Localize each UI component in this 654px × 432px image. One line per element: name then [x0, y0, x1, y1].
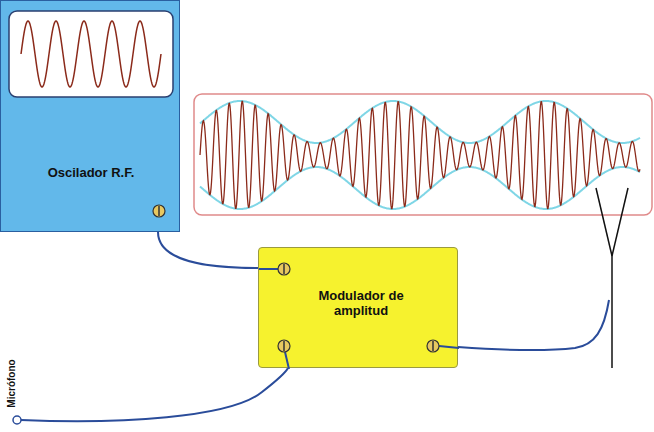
microphone-label: Micrófono [6, 360, 17, 408]
terminal-screw [278, 263, 290, 275]
terminal-slot [283, 341, 285, 351]
wire-stub [259, 268, 280, 270]
terminal-head [278, 263, 290, 275]
terminal-head [278, 340, 290, 352]
terminal-slot [158, 206, 160, 216]
oscilloscope-screen [9, 11, 173, 97]
signal-wire [158, 232, 258, 268]
antenna-wire [458, 300, 609, 350]
terminal-screw [278, 340, 290, 352]
microphone-terminal [13, 416, 21, 424]
modulated-wave [200, 102, 640, 209]
terminal-screw [427, 340, 439, 352]
box-illustration [1, 1, 181, 233]
terminal-slot [432, 341, 434, 351]
carrier-wave [21, 21, 161, 87]
modulator-box: Modulador de amplitud [258, 247, 458, 368]
oscillator-label: Oscilador R.F. [7, 165, 175, 180]
terminal-screw [153, 205, 165, 217]
terminal-head [153, 205, 165, 217]
modulator-label: Modulador de amplitud [303, 288, 419, 318]
wire-stub [285, 352, 289, 369]
oscillator-box: Oscilador R.F. [0, 0, 180, 232]
am-wave-panel [194, 94, 652, 215]
terminal-head [427, 340, 439, 352]
terminal-slot [283, 264, 285, 274]
antenna [596, 188, 628, 368]
wire-stub [439, 346, 459, 348]
microphone-wire [21, 368, 288, 421]
